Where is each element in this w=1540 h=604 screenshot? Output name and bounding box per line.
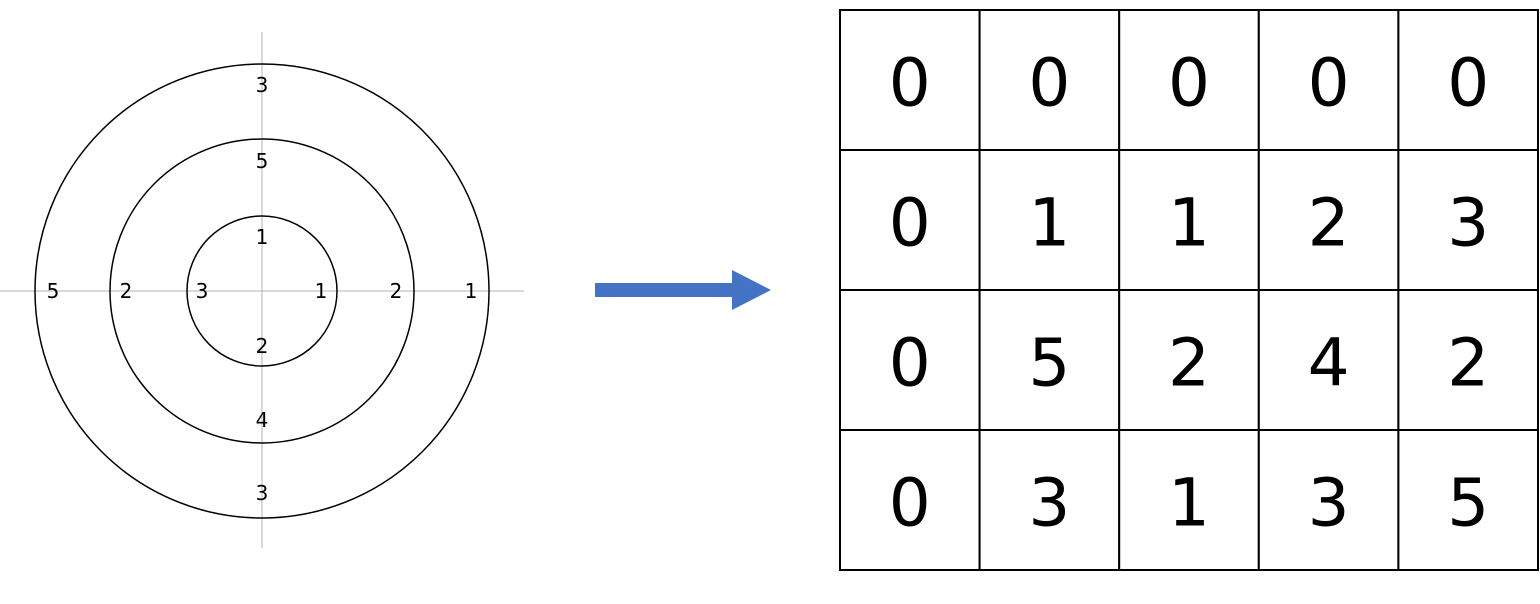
- inner-ring-top-label: 1: [256, 225, 269, 249]
- grid-cell-r0-c4: [1397, 9, 1540, 151]
- grid-cell-r3-c2: [1118, 429, 1260, 571]
- arrow-head: [732, 270, 771, 310]
- middle-ring: [109, 138, 415, 444]
- outer-ring-bottom-label: 3: [256, 481, 269, 505]
- outer-ring-right-label: 1: [465, 279, 478, 303]
- grid-cell-r1-c0: [839, 149, 981, 291]
- middle-ring-top-label: 5: [256, 149, 269, 173]
- inner-ring-right-label: 1: [315, 279, 328, 303]
- grid-cell-r2-c0: [839, 289, 981, 431]
- grid-cell-value-r1-c4: 3: [1447, 185, 1489, 262]
- grid-cell-r1-c4: [1397, 149, 1540, 291]
- grid-cell-r1-c1: [978, 149, 1121, 291]
- outer-ring: [34, 63, 490, 519]
- grid-cell-value-r3-c3: 3: [1308, 465, 1350, 542]
- grid-cell-value-r1-c1: 1: [1028, 185, 1070, 262]
- grid-cell-value-r3-c4: 5: [1447, 465, 1489, 542]
- arrow-right-icon: [595, 270, 771, 310]
- grid-cell-value-r3-c1: 3: [1028, 465, 1070, 542]
- grid-cell-value-r2-c1: 5: [1028, 325, 1070, 402]
- outer-ring-top-label: 3: [256, 73, 269, 97]
- grid-cell-r0-c3: [1257, 9, 1400, 151]
- polar-ring-diagram: 1 1 2 3 5 2 4 2 3 1 3 5: [0, 32, 524, 548]
- middle-ring-right-label: 2: [390, 279, 403, 303]
- grid-cell-value-r2-c2: 2: [1168, 325, 1210, 402]
- grid-cell-value-r0-c4: 0: [1447, 45, 1489, 122]
- inner-ring-left-label: 3: [196, 279, 209, 303]
- value-grid: 0 0 0 0 0 0 1 1 2 3 0 5 2 4 2 0 3 1 3 5: [839, 9, 1540, 571]
- grid-cell-value-r2-c3: 4: [1308, 325, 1350, 402]
- arrow-shaft: [595, 283, 735, 297]
- grid-cell-value-r2-c0: 0: [889, 325, 931, 402]
- grid-cell-value-r1-c3: 2: [1308, 185, 1350, 262]
- grid-cell-r2-c1: [978, 289, 1121, 431]
- grid-cell-value-r3-c0: 0: [889, 465, 931, 542]
- grid-cell-value-r1-c2: 1: [1168, 185, 1210, 262]
- outer-ring-left-label: 5: [47, 279, 60, 303]
- inner-ring: [186, 215, 338, 367]
- grid-cell-value-r0-c0: 0: [889, 45, 931, 122]
- middle-ring-bottom-label: 4: [256, 408, 269, 432]
- grid-cell-value-r1-c0: 0: [889, 185, 931, 262]
- grid-cell-r2-c2: [1118, 289, 1260, 431]
- grid-cell-value-r0-c2: 0: [1168, 45, 1210, 122]
- grid-cell-value-r0-c3: 0: [1308, 45, 1350, 122]
- grid-cell-r1-c2: [1118, 149, 1260, 291]
- grid-cell-value-r2-c4: 2: [1447, 325, 1489, 402]
- grid-cell-value-r0-c1: 0: [1028, 45, 1070, 122]
- middle-ring-left-label: 2: [120, 279, 133, 303]
- grid-cell-value-r3-c2: 1: [1168, 465, 1210, 542]
- inner-ring-bottom-label: 2: [256, 334, 269, 358]
- grid-cell-r2-c3: [1257, 289, 1400, 431]
- grid-cell-r3-c1: [978, 429, 1121, 571]
- grid-cell-r3-c4: [1397, 429, 1540, 571]
- grid-cell-r2-c4: [1397, 289, 1540, 431]
